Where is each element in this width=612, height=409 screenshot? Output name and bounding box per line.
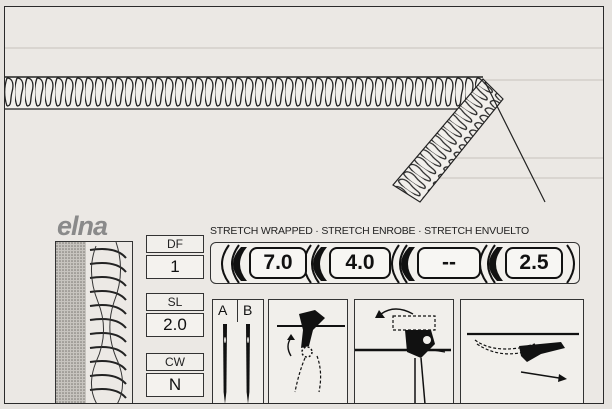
needle-divider [237, 300, 239, 322]
background-line [425, 157, 603, 159]
thread-tension-bar: 7.0 4.0 -- 2.5 [210, 242, 580, 284]
elna-logo: elna [57, 211, 108, 241]
tension-value-4: 2.5 [505, 247, 563, 279]
stitch-length-setting: SL 2.0 [146, 293, 204, 337]
tension-value-1: 7.0 [249, 247, 307, 279]
presser-foot-lever-icon [277, 310, 345, 393]
needle-icon [223, 324, 250, 403]
swatch-stitches [56, 242, 132, 403]
cutter-disengage-icon [355, 308, 451, 403]
cutting-width-label: CW [146, 353, 204, 371]
serged-seam-horizontal [5, 76, 483, 110]
stitch-length-value: 2.0 [146, 313, 204, 337]
stitch-finger-icon [467, 332, 579, 382]
cutting-width-value: N [146, 373, 204, 397]
stitch-card: elna STRETCH WRAPPED · STRETCH ENROBE · … [4, 6, 604, 404]
tension-value-3: -- [417, 247, 481, 279]
background-line [425, 177, 603, 179]
differential-feed-setting: DF 1 [146, 235, 204, 279]
fabric-swatch [55, 241, 133, 403]
stitch-length-label: SL [146, 293, 204, 311]
presser-foot-lever-panel [268, 299, 348, 403]
differential-feed-label: DF [146, 235, 204, 253]
tension-dial-arcs [221, 244, 575, 283]
needle-b-label: B [243, 302, 253, 318]
stitch-finger-panel [460, 299, 584, 403]
serged-seam-diagonal [392, 78, 504, 203]
stretch-labels: STRETCH WRAPPED · STRETCH ENROBE · STRET… [210, 225, 530, 237]
tension-value-2: 4.0 [329, 247, 391, 279]
background-line [5, 47, 603, 49]
stitch-diagram [5, 76, 546, 203]
needle-position-box: A B [212, 299, 264, 403]
cutting-width-setting: CW N [146, 353, 204, 397]
needle-a-label: A [218, 302, 228, 318]
cutter-disengage-panel [354, 299, 454, 403]
differential-feed-value: 1 [146, 255, 204, 279]
fabric-edge-line [484, 81, 546, 203]
